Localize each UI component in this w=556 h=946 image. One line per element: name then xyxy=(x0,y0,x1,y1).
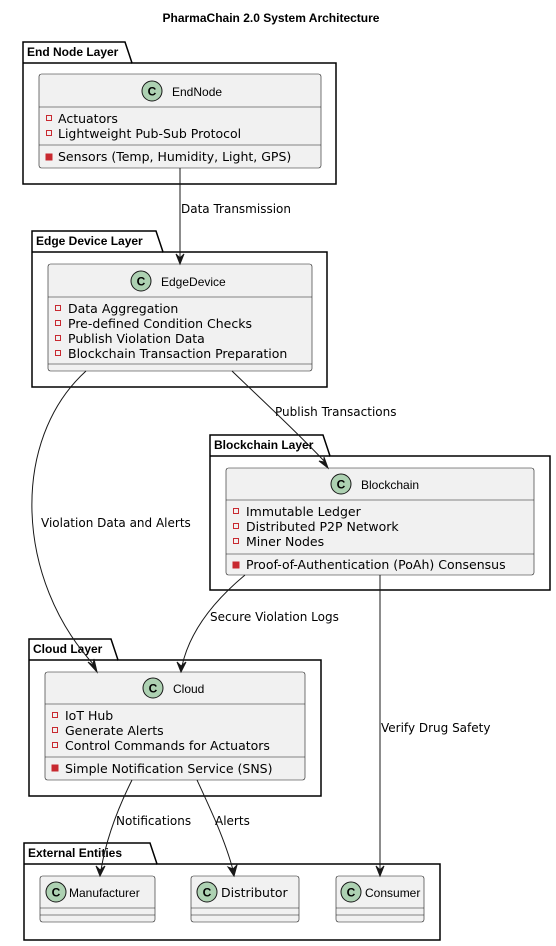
private-field-icon xyxy=(55,350,61,356)
class-name: Consumer xyxy=(365,886,420,900)
svg-text:C: C xyxy=(52,886,61,900)
private-method-icon xyxy=(232,561,240,569)
private-method-icon xyxy=(51,764,59,772)
edge-alerts: Alerts xyxy=(196,779,250,878)
class-attribute: Generate Alerts xyxy=(65,723,164,738)
svg-text:C: C xyxy=(203,886,212,900)
private-field-icon xyxy=(46,130,52,136)
class-cloud: C Cloud IoT Hub Generate Alerts Control … xyxy=(44,671,306,781)
class-attribute: Actuators xyxy=(58,111,118,126)
private-field-icon xyxy=(52,712,58,718)
edge-notifications: Notifications xyxy=(95,779,191,878)
edge-label: Alerts xyxy=(215,814,250,828)
class-attribute: Data Aggregation xyxy=(68,301,178,316)
edge-label: Notifications xyxy=(116,814,191,828)
edge-label: Data Transmission xyxy=(181,202,291,216)
class-attribute: Pre-defined Condition Checks xyxy=(68,316,252,331)
svg-text:C: C xyxy=(137,275,146,289)
class-icon xyxy=(130,270,152,292)
diagram-title: PharmaChain 2.0 System Architecture xyxy=(163,11,380,25)
class-icon xyxy=(196,881,218,903)
class-name: Manufacturer xyxy=(69,886,140,900)
package-label: External Entities xyxy=(28,846,122,860)
private-field-icon xyxy=(233,538,239,544)
svg-text:C: C xyxy=(149,682,158,696)
class-attribute: Control Commands for Actuators xyxy=(65,738,270,753)
class-attribute: Publish Violation Data xyxy=(68,331,205,346)
private-field-icon xyxy=(52,727,58,733)
edge-label: Verify Drug Safety xyxy=(381,721,490,735)
class-name: Distributor xyxy=(221,885,289,900)
package-cloud-layer: Cloud Layer xyxy=(28,638,322,797)
private-field-icon xyxy=(52,742,58,748)
class-attribute: Miner Nodes xyxy=(246,534,324,549)
package-label: End Node Layer xyxy=(27,45,119,59)
class-name: Blockchain xyxy=(361,478,419,492)
private-field-icon xyxy=(55,305,61,311)
edge-verify-drug-safety: Verify Drug Safety xyxy=(375,575,490,878)
package-external-entities: External Entities xyxy=(23,842,441,941)
class-icon xyxy=(330,473,352,495)
class-edgedevice: C EdgeDevice Data Aggregation Pre-define… xyxy=(47,263,313,372)
class-name: EndNode xyxy=(172,85,222,99)
class-blockchain: C Blockchain Immutable Ledger Distribute… xyxy=(225,467,535,576)
private-field-icon xyxy=(55,320,61,326)
class-endnode: C EndNode Actuators Lightweight Pub-Sub … xyxy=(38,73,322,169)
private-method-icon xyxy=(45,153,53,161)
class-icon xyxy=(45,881,67,903)
class-name: Cloud xyxy=(173,682,204,696)
svg-text:C: C xyxy=(347,886,356,900)
class-distributor: C Distributor xyxy=(190,875,300,923)
class-icon xyxy=(340,881,362,903)
package-blockchain-layer: Blockchain Layer xyxy=(209,434,551,591)
class-attribute: Immutable Ledger xyxy=(246,504,362,519)
package-end-node-layer: End Node Layer xyxy=(22,41,337,185)
svg-text:C: C xyxy=(148,85,157,99)
edge-label: Secure Violation Logs xyxy=(210,610,339,624)
edge-label: Publish Transactions xyxy=(275,405,397,419)
private-field-icon xyxy=(46,115,52,121)
class-icon xyxy=(141,80,163,102)
class-name: EdgeDevice xyxy=(161,275,226,289)
class-icon xyxy=(142,677,164,699)
private-field-icon xyxy=(233,523,239,529)
package-label: Blockchain Layer xyxy=(214,438,314,452)
private-field-icon xyxy=(55,335,61,341)
class-method: Proof-of-Authentication (PoAh) Consensus xyxy=(246,557,506,572)
class-consumer: C Consumer xyxy=(335,875,425,923)
package-edge-device-layer: Edge Device Layer xyxy=(31,230,328,388)
edge-label: Violation Data and Alerts xyxy=(41,516,191,530)
class-attribute: Distributed P2P Network xyxy=(246,519,399,534)
class-attribute: IoT Hub xyxy=(65,708,113,723)
svg-text:C: C xyxy=(337,478,346,492)
edge-data-transmission: Data Transmission xyxy=(175,168,291,266)
package-label: Cloud Layer xyxy=(33,642,103,656)
private-field-icon xyxy=(233,508,239,514)
class-attribute: Blockchain Transaction Preparation xyxy=(68,346,287,361)
edge-publish-transactions: Publish Transactions xyxy=(231,370,397,470)
class-attribute: Lightweight Pub-Sub Protocol xyxy=(58,126,241,141)
class-manufacturer: C Manufacturer xyxy=(39,875,156,923)
class-method: Sensors (Temp, Humidity, Light, GPS) xyxy=(58,149,291,164)
package-label: Edge Device Layer xyxy=(36,234,143,248)
class-method: Simple Notification Service (SNS) xyxy=(65,761,273,776)
edge-violation-data-and-alerts: Violation Data and Alerts xyxy=(31,370,191,674)
edge-secure-violation-logs: Secure Violation Logs xyxy=(176,574,339,674)
